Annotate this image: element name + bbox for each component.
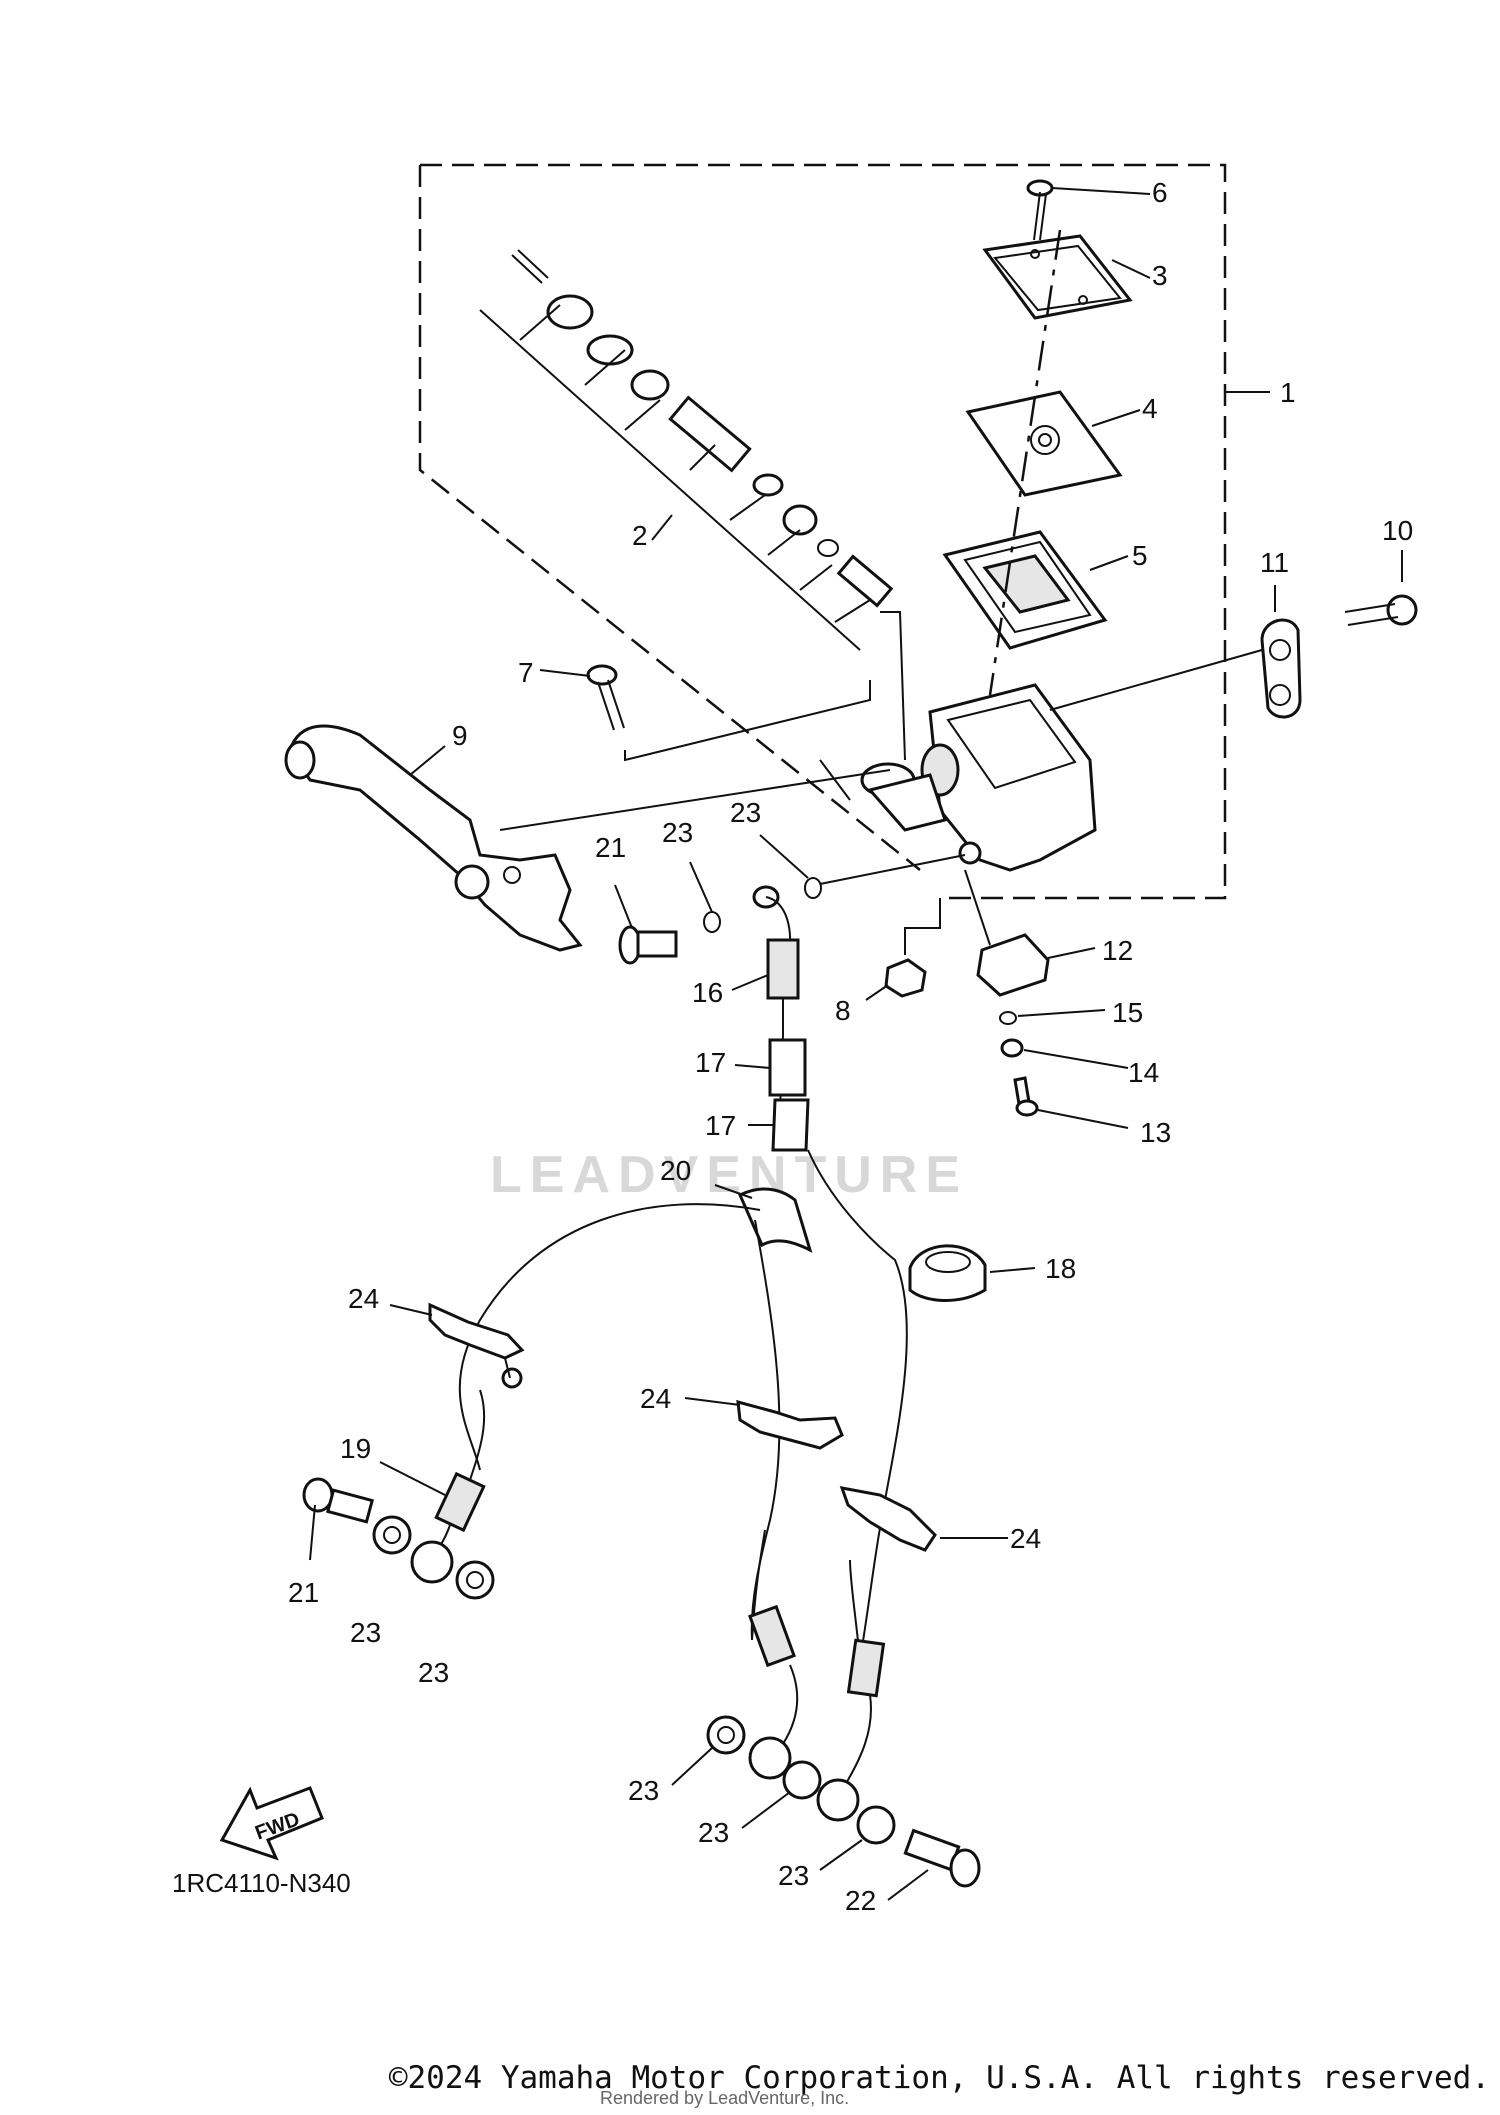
callout-18: 18 [1045, 1253, 1076, 1284]
callout-4: 4 [1142, 393, 1158, 424]
washer-23-lower-c [455, 1560, 495, 1600]
washer-23-lower-d [671, 1715, 746, 1786]
callout-17-a: 17 [695, 1047, 726, 1078]
callout-2: 2 [632, 520, 648, 551]
protector-20 [458, 1184, 813, 1641]
hose-lower-right [748, 1529, 886, 1786]
callout-15: 15 [1112, 997, 1143, 1028]
hose-clip-24-c [839, 1486, 1008, 1552]
callout-23-c: 23 [350, 1617, 381, 1648]
pivot-bolt-7 [539, 664, 871, 762]
hose-clip-24-a [389, 1302, 525, 1389]
callout-17-b: 17 [705, 1110, 736, 1141]
washer-23-upper-b [759, 834, 966, 899]
screw-6 [1026, 179, 1151, 241]
union-bolt-21-upper [614, 884, 678, 965]
callout-14: 14 [1128, 1057, 1159, 1088]
switch-12 [964, 869, 1096, 997]
callout-22: 22 [845, 1885, 876, 1916]
callout-23-b: 23 [730, 797, 761, 828]
callout-24-b: 24 [640, 1383, 671, 1414]
washer-23-lower-b [410, 1540, 454, 1584]
callout-21-upper: 21 [595, 832, 626, 863]
callout-7: 7 [518, 657, 534, 688]
callout-23-e: 23 [628, 1775, 659, 1806]
callout-21-lower: 21 [288, 1577, 319, 1608]
screw-13 [1013, 1076, 1129, 1129]
reservoir-cap-3 [982, 234, 1151, 320]
nut-8 [865, 898, 941, 1001]
callout-5: 5 [1132, 540, 1148, 571]
union-bolt-22 [887, 1828, 981, 1901]
watermark: LEADVENTURE [490, 1146, 968, 1204]
diagram-code: 1RC4110-N340 [172, 1868, 351, 1898]
callout-1: 1 [1280, 377, 1296, 408]
hose-clip-24-b [684, 1397, 844, 1450]
fwd-arrow: FWD [219, 1786, 324, 1861]
callout-6: 6 [1152, 177, 1168, 208]
callout-23-f: 23 [698, 1817, 729, 1848]
bolt-10 [1344, 550, 1418, 626]
callout-23-a: 23 [662, 817, 693, 848]
brake-lever-9 [284, 724, 891, 952]
callout-8: 8 [835, 995, 851, 1026]
callout-19: 19 [340, 1433, 371, 1464]
callout-20: 20 [660, 1155, 691, 1186]
callout-3: 3 [1152, 260, 1168, 291]
callout-11: 11 [1260, 547, 1289, 578]
washer-15 [999, 1009, 1106, 1025]
callout-24-c: 24 [1010, 1523, 1041, 1554]
callout-16: 16 [692, 977, 723, 1008]
washer-23-lower-e [741, 1736, 822, 1829]
callout-13: 13 [1140, 1117, 1171, 1148]
copyright-notice: ©2024 Yamaha Motor Corporation, U.S.A. A… [388, 2060, 1490, 2096]
callout-12: 12 [1102, 935, 1133, 966]
rendered-by-credit: Rendered by LeadVenture, Inc. [600, 2088, 850, 2108]
assembly-boundary [418, 163, 1270, 900]
callout-23-g: 23 [778, 1860, 809, 1891]
hose-clamp-18 [908, 1244, 1036, 1302]
master-cylinder-body [860, 649, 1263, 872]
diaphragm-5 [942, 530, 1129, 650]
hose-19 [379, 1389, 486, 1556]
callout-9: 9 [452, 720, 468, 751]
diaphragm-plate-4 [965, 390, 1141, 497]
callout-labels: 1 2 3 4 5 6 7 8 9 10 11 12 13 14 15 16 1… [288, 177, 1413, 1916]
washer-23-lower-f [816, 1778, 896, 1871]
hose-16-17 [731, 885, 908, 1661]
callout-23-d: 23 [418, 1657, 449, 1688]
callout-24-a: 24 [348, 1283, 379, 1314]
union-bolt-21-lower [302, 1477, 375, 1561]
washer-14 [1000, 1038, 1129, 1069]
clamp-11 [1260, 585, 1302, 719]
washer-23-upper-a [689, 861, 721, 933]
washer-23-lower-a [372, 1515, 412, 1555]
piston-kit-2 [479, 249, 906, 761]
callout-10: 10 [1382, 515, 1413, 546]
